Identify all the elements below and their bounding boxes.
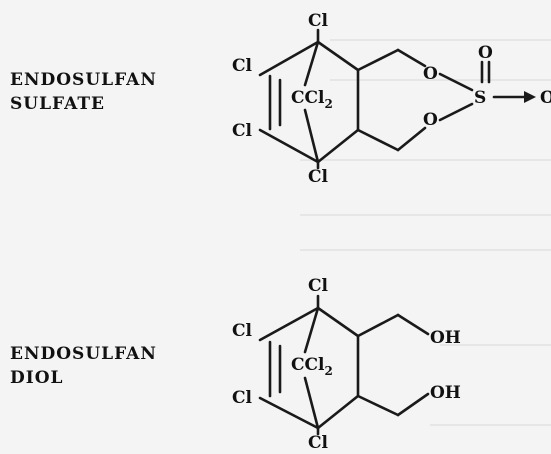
- molecule-name-line1: ENDOSULFAN: [10, 70, 157, 90]
- chlorine-lower-left-label: Cl: [232, 388, 253, 408]
- hydroxyl-bottom-label: OH: [430, 383, 461, 403]
- hydroxyl-top-label: OH: [430, 328, 461, 348]
- chlorine-bottom-label: Cl: [308, 167, 329, 187]
- bonds-sulfate: [258, 28, 536, 170]
- chlorine-upper-left-label: Cl: [232, 56, 253, 76]
- chlorine-lower-left-label: Cl: [232, 121, 253, 141]
- bridge-ccl2-label: CCl2: [291, 355, 333, 378]
- chlorine-top-label: Cl: [308, 11, 329, 31]
- bonds-diol: [258, 294, 430, 436]
- double-bond-oxygen-label: O: [478, 43, 493, 63]
- molecule-endosulfan-diol: ENDOSULFAN DIOL Cl Cl Cl Cl CCl2 OH OH: [10, 276, 461, 453]
- background-text-lines: [300, 39, 551, 426]
- bridge-ccl2-label: CCl2: [291, 88, 333, 111]
- molecule-name-line1: ENDOSULFAN: [10, 344, 157, 364]
- arrow-oxygen-partial-label: O: [540, 88, 551, 108]
- molecule-endosulfan-sulfate: ENDOSULFAN SULFATE Cl Cl Cl Cl CCl2 O O …: [10, 11, 551, 187]
- chlorine-top-label: Cl: [308, 276, 329, 296]
- chlorine-upper-left-label: Cl: [232, 321, 253, 341]
- chlorine-bottom-label: Cl: [308, 433, 329, 453]
- sulfur-label: S: [474, 88, 486, 108]
- molecule-name-line2: SULFATE: [10, 94, 105, 114]
- ring-oxygen-top-label: O: [423, 64, 438, 84]
- ring-oxygen-bottom-label: O: [423, 110, 438, 130]
- molecule-name-line2: DIOL: [10, 368, 63, 388]
